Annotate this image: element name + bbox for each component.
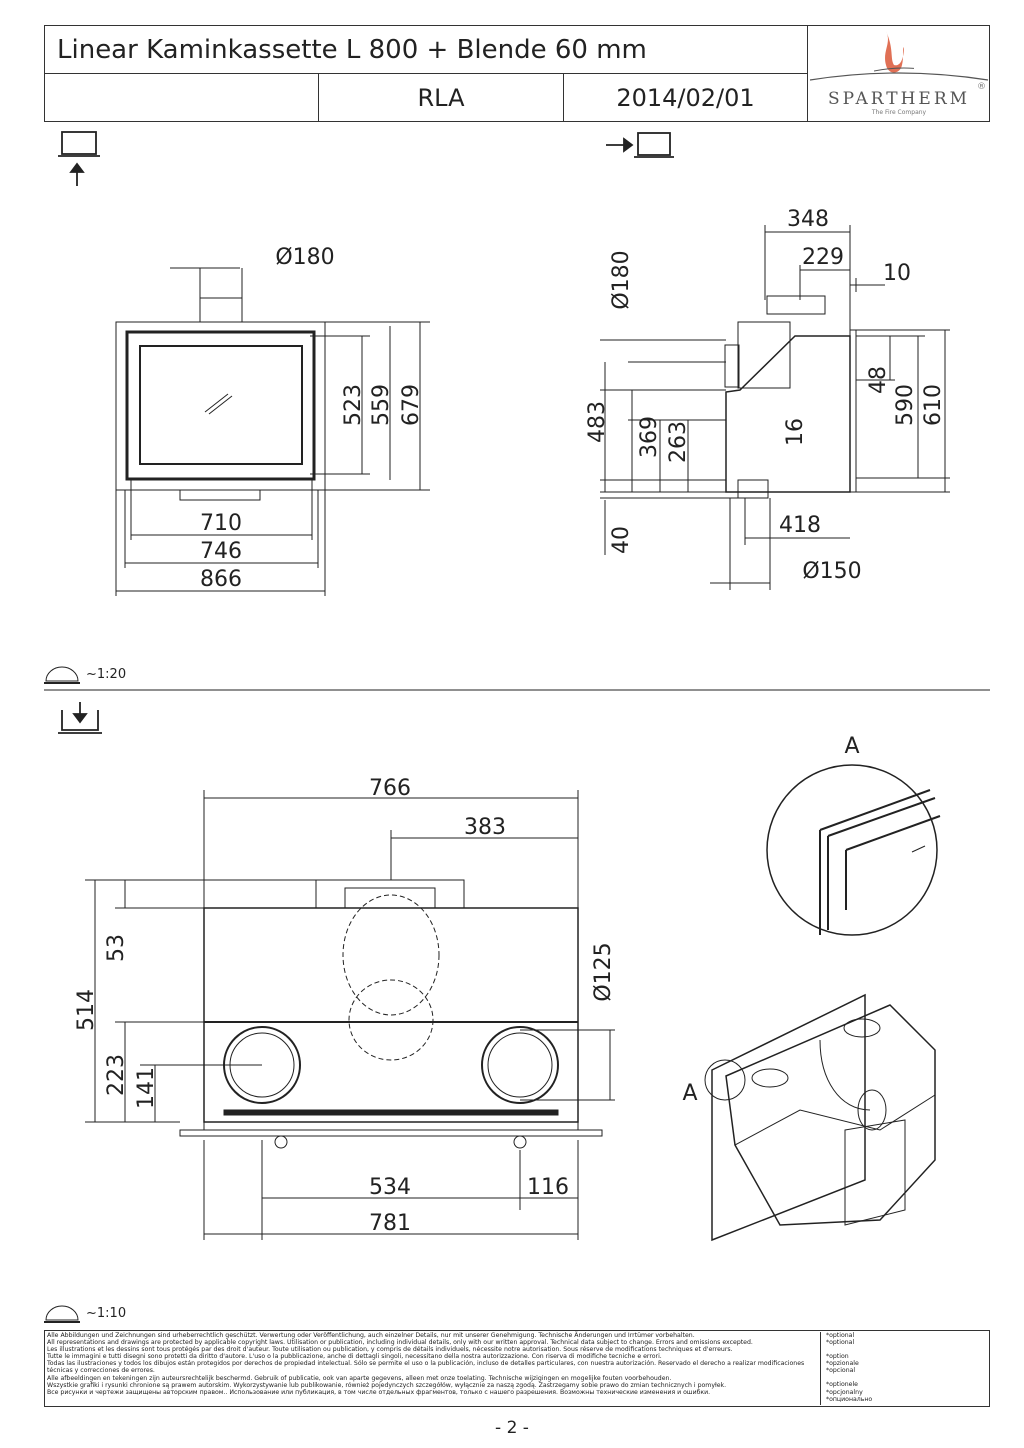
legal-fr: Les illustrations et les dessins sont to… (47, 1346, 733, 1354)
legal-ru: Все рисунки и чертежи защищены авторским… (47, 1388, 711, 1396)
drawing-code: RLA (319, 74, 564, 122)
dim-369: 369 (637, 416, 662, 458)
legal-footer: Alle Abbildungen und Zeichnungen sind ur… (44, 1330, 990, 1407)
dim-590: 590 (893, 384, 918, 426)
legal-pl: Wszystkie grafiki i rysunki chronione są… (47, 1381, 727, 1389)
dim-523: 523 (341, 384, 366, 426)
dim-383: 383 (464, 815, 506, 840)
dim-781: 781 (369, 1211, 411, 1236)
scale-label-bottom: ~1:10 (86, 1306, 127, 1321)
dim-10: 10 (883, 261, 911, 286)
spartherm-logo: SPARTHERM ® The Fire Company (808, 26, 990, 122)
dim-766: 766 (369, 776, 411, 801)
dim-116: 116 (527, 1175, 569, 1200)
front-view-icon (58, 131, 100, 186)
dim-40: 40 (609, 526, 634, 554)
logo-registered: ® (977, 82, 986, 92)
legal-es: Todas las ilustraciones y todos los dibu… (47, 1360, 805, 1375)
dim-866: 866 (200, 567, 242, 592)
detail-a-drawing: A (766, 734, 941, 936)
logo-swoosh (809, 72, 989, 81)
scale-icon-top (44, 666, 80, 684)
dim-559: 559 (369, 384, 394, 426)
dim-746: 746 (200, 539, 242, 564)
optional-ru: *опционально (826, 1395, 873, 1403)
dim-48: 48 (866, 366, 891, 394)
dim-514: 514 (74, 989, 99, 1031)
dim-483: 483 (585, 401, 610, 443)
copyright-notice: Alle Abbildungen und Zeichnungen sind ur… (47, 1332, 817, 1396)
dim-534: 534 (369, 1175, 411, 1200)
dim-141: 141 (134, 1067, 159, 1109)
top-view-icon (58, 702, 102, 734)
optional-it: *opzionale (826, 1360, 859, 1368)
optional-nl: *optionele (826, 1381, 858, 1389)
title-block: Linear Kaminkassette L 800 + Blende 60 m… (44, 25, 990, 122)
isometric-drawing: A (682, 993, 936, 1242)
detail-callout: A (682, 1081, 697, 1106)
dim-263: 263 (666, 421, 691, 463)
dim-side-diameter: Ø180 (609, 250, 634, 309)
top-view-drawing: 766 383 53 514 223 141 Ø125 534 116 781 (74, 776, 616, 1240)
dim-710: 710 (200, 511, 242, 536)
optional-de: *optional (826, 1332, 855, 1339)
dim-679: 679 (399, 384, 424, 426)
dim-348: 348 (787, 207, 829, 232)
scale-label-top: ~1:20 (86, 667, 127, 682)
dim-229: 229 (802, 245, 844, 270)
dim-418: 418 (779, 513, 821, 538)
logo-tagline: The Fire Company (871, 109, 927, 116)
optional-fr: *option (826, 1353, 849, 1361)
side-view-icon (606, 132, 674, 158)
optional-notes: *optional *optional *option *opzionale *… (820, 1332, 991, 1405)
logo-brand: SPARTHERM (827, 89, 971, 109)
optional-pl: *opcjonalny (826, 1388, 863, 1396)
scale-icon-bottom (44, 1305, 80, 1323)
optional-es: *opcional (826, 1367, 856, 1375)
dim-610: 610 (921, 384, 946, 426)
product-title: Linear Kaminkassette L 800 + Blende 60 m… (45, 26, 808, 74)
legal-de: Alle Abbildungen und Zeichnungen sind ur… (47, 1332, 695, 1339)
dim-53: 53 (104, 934, 129, 962)
page-number: - 2 - (495, 1418, 529, 1438)
dim-16: 16 (783, 418, 808, 446)
detail-label: A (844, 734, 859, 759)
dim-side-diameter-bottom: Ø150 (802, 559, 861, 584)
legal-nl: Alle afbeeldingen en tekeningen zijn aut… (47, 1374, 672, 1382)
legal-it: Tutte le immagini e tutti disegni sono p… (47, 1353, 662, 1361)
front-view-drawing: Ø180 523 559 679 710 746 866 (115, 245, 430, 596)
optional-en: *optional (826, 1339, 855, 1347)
dim-223: 223 (104, 1054, 129, 1096)
side-view-drawing: 348 229 10 Ø180 48 590 610 483 369 263 1… (585, 207, 950, 590)
dim-top-diameter: Ø125 (591, 942, 616, 1001)
flame-icon (874, 31, 914, 73)
dim-front-diameter: Ø180 (275, 245, 334, 270)
empty-cell (45, 74, 319, 122)
drawing-date: 2014/02/01 (564, 74, 808, 122)
legal-en: All representations and drawings are pro… (47, 1339, 753, 1347)
